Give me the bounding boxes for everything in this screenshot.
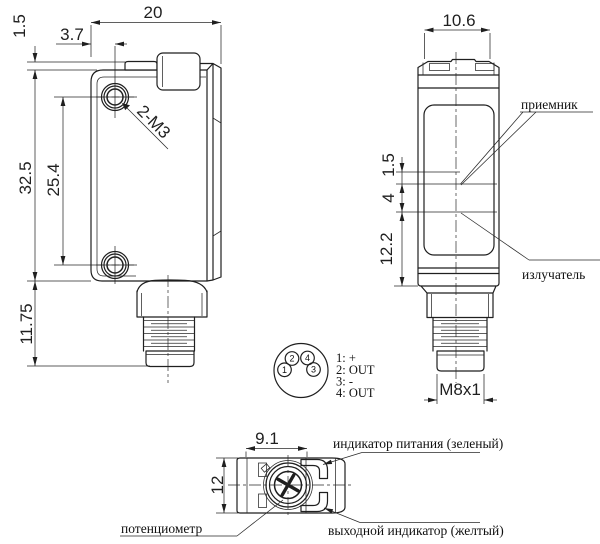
legend-pin3: 3: - (336, 375, 353, 389)
power-indicator-window (300, 458, 329, 480)
pinout-circle (273, 342, 329, 399)
receiver-label: приемник (521, 97, 578, 112)
top-dimension-lines (221, 446, 307, 513)
dim-top-depth: 12 (208, 476, 227, 495)
dim-side-width: 10.6 (442, 11, 475, 30)
emitter-callout: излучатель (460, 212, 600, 282)
dim-side-optics-gap: 4 (379, 193, 398, 202)
holes-callout: 2-M3 (122, 101, 174, 150)
top-body-outline (236, 457, 346, 514)
front-view: 20 3.7 1.5 32.5 25.4 11.75 (10, 3, 222, 383)
pinout-legend: 1: + 2: OUT 3: - 4: OUT (336, 351, 375, 400)
side-view: 10.6 1.5 4 12.2 M8x1 (377, 11, 600, 404)
output-indicator-label: выходной индикатор (желтый) (328, 523, 504, 538)
dim-front-width: 20 (144, 3, 163, 22)
pinout: 2 4 1 3 1: + 2: OUT 3: - 4: OUT (273, 342, 375, 400)
pin-1: 1 (277, 362, 292, 378)
dim-front-top-ledge: 1.5 (10, 14, 29, 38)
pin-2: 2 (284, 351, 300, 366)
legend-pin1: 1: + (336, 351, 356, 365)
side-dimension-lines (399, 27, 497, 403)
holes-label: 2-M3 (133, 101, 174, 142)
emitter-label: излучатель (522, 267, 585, 282)
top-extension-lines (216, 451, 308, 514)
output-indicator-callout: выходной индикатор (желтый) (323, 507, 504, 538)
pin-4: 4 (300, 350, 315, 366)
pin-3: 3 (306, 362, 321, 377)
dim-front-connector-length: 11.75 (17, 303, 36, 344)
front-top-strip (124, 60, 158, 71)
potentiometer-label: потенциометр (121, 521, 202, 536)
pin-4-number: 4 (305, 353, 310, 363)
pin-2-number: 2 (289, 354, 294, 364)
pin-1-number: 1 (282, 365, 287, 375)
dim-side-receiver-offset: 1.5 (379, 153, 398, 177)
dim-front-hole-spacing: 25.4 (44, 163, 63, 196)
thread-label: M8x1 (439, 380, 481, 399)
potentiometer-callout: потенциометр (120, 499, 284, 537)
mounting-hole-top (96, 82, 134, 112)
front-top-tab (156, 52, 201, 91)
side-housing-outline (417, 58, 500, 287)
power-indicator-label: индикатор питания (зеленый) (333, 436, 503, 451)
side-connector (420, 285, 497, 372)
dim-side-emitter-offset: 12.2 (377, 232, 396, 265)
legend-pin4: 4: OUT (336, 386, 375, 400)
pin-3-number: 3 (311, 365, 316, 375)
dim-front-height: 32.5 (16, 161, 35, 194)
front-dimension-lines (32, 20, 221, 366)
top-view: 9.1 12 индикатор пит (120, 429, 504, 538)
dim-front-hole-offset: 3.7 (60, 25, 84, 44)
receiver-callout: приемник (460, 97, 593, 186)
legend-pin2: 2: OUT (336, 363, 375, 377)
dim-top-width: 9.1 (255, 429, 279, 448)
output-indicator-window (300, 491, 329, 513)
side-extension-lines (394, 33, 497, 404)
front-connector (136, 275, 208, 383)
front-housing-outline (90, 62, 222, 282)
power-indicator-callout: индикатор питания (зеленый) (322, 436, 503, 465)
mounting-hole-bottom (96, 250, 134, 280)
